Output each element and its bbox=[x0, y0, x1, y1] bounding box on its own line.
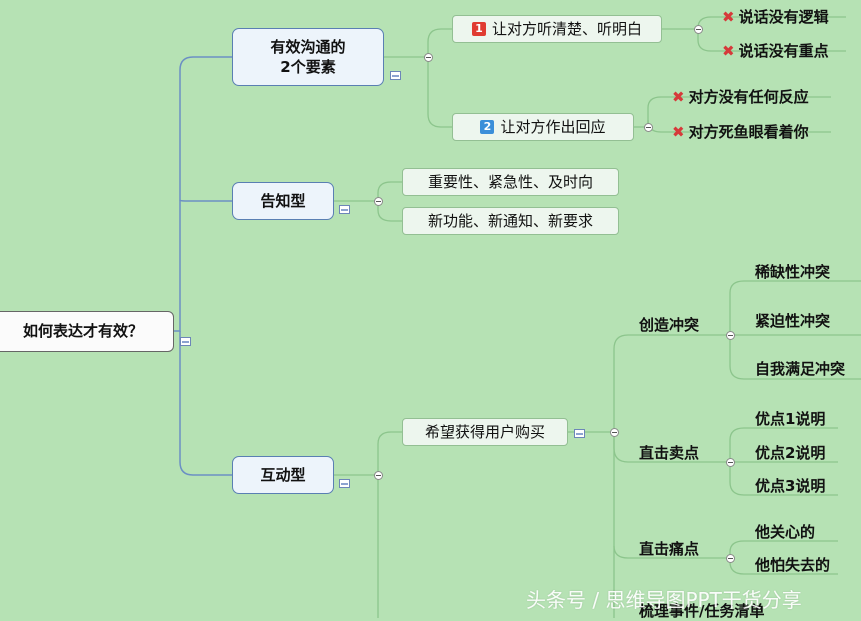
group-label: 创造冲突 bbox=[639, 316, 700, 334]
collapse-toggle[interactable] bbox=[610, 428, 619, 437]
leaf-cares-about[interactable]: 他关心的 bbox=[755, 521, 815, 542]
leaf-no-focus[interactable]: ✖说话没有重点 bbox=[722, 40, 829, 61]
leaf-no-reaction[interactable]: ✖对方没有任何反应 bbox=[672, 86, 809, 107]
collapse-toggle[interactable] bbox=[644, 123, 653, 132]
item-label: 重要性、紧急性、及时向 bbox=[427, 172, 593, 191]
leaf-label: 他关心的 bbox=[755, 523, 816, 541]
element-label: 让对方作出回应 bbox=[500, 117, 606, 136]
note-icon[interactable] bbox=[180, 337, 191, 346]
collapse-toggle[interactable] bbox=[726, 554, 735, 563]
cross-icon: ✖ bbox=[722, 8, 735, 26]
note-icon[interactable] bbox=[574, 429, 585, 438]
inform-item-new-features[interactable]: 新功能、新通知、新要求 bbox=[402, 207, 619, 235]
group-label: 直击痛点 bbox=[639, 540, 700, 558]
leaf-label: 对方没有任何反应 bbox=[688, 88, 809, 106]
group-pain-points[interactable]: 直击痛点 bbox=[639, 538, 699, 559]
group-task-list[interactable]: 梳理事件/任务清单 bbox=[639, 600, 764, 621]
number-1-badge: 1 bbox=[471, 22, 486, 36]
leaf-urgency[interactable]: 紧迫性冲突 bbox=[755, 310, 830, 331]
cross-icon: ✖ bbox=[722, 42, 735, 60]
collapse-toggle[interactable] bbox=[374, 197, 383, 206]
watermark: 头条号 / 思维导图PPT干货分享 bbox=[526, 588, 802, 612]
leaf-label: 说话没有重点 bbox=[738, 42, 829, 60]
leaf-label: 优点1说明 bbox=[755, 410, 826, 428]
branch-label: 互动型 bbox=[260, 465, 306, 484]
cross-icon: ✖ bbox=[672, 123, 685, 141]
branch-label-line1: 有效沟通的 bbox=[270, 37, 346, 56]
group-label: 梳理事件/任务清单 bbox=[639, 602, 765, 620]
leaf-fears-losing[interactable]: 他怕失去的 bbox=[755, 554, 830, 575]
root-topic[interactable]: 如何表达才有效？ bbox=[0, 311, 174, 352]
collapse-toggle[interactable] bbox=[694, 25, 703, 34]
element-label: 让对方听清楚、听明白 bbox=[491, 19, 642, 38]
leaf-scarcity[interactable]: 稀缺性冲突 bbox=[755, 261, 830, 282]
leaf-label: 优点2说明 bbox=[755, 444, 826, 462]
note-icon[interactable] bbox=[390, 71, 401, 80]
inform-item-importance[interactable]: 重要性、紧急性、及时向 bbox=[402, 168, 619, 196]
leaf-label: 他怕失去的 bbox=[755, 556, 831, 574]
group-create-conflict[interactable]: 创造冲突 bbox=[639, 314, 699, 335]
leaf-blank-stare[interactable]: ✖对方死鱼眼看着你 bbox=[672, 121, 809, 142]
collapse-toggle[interactable] bbox=[424, 53, 433, 62]
leaf-label: 对方死鱼眼看着你 bbox=[688, 123, 809, 141]
leaf-no-logic[interactable]: ✖说话没有逻辑 bbox=[722, 6, 829, 27]
collapse-toggle[interactable] bbox=[726, 331, 735, 340]
leaf-label: 优点3说明 bbox=[755, 477, 826, 495]
branch-informing[interactable]: 告知型 bbox=[232, 182, 334, 220]
note-icon[interactable] bbox=[339, 479, 350, 488]
branch-effective-communication[interactable]: 有效沟通的 2个要素 bbox=[232, 28, 384, 86]
goal-label: 希望获得用户购买 bbox=[424, 422, 545, 441]
branch-interactive[interactable]: 互动型 bbox=[232, 456, 334, 494]
leaf-advantage-1[interactable]: 优点1说明 bbox=[755, 408, 825, 429]
collapse-toggle[interactable] bbox=[726, 458, 735, 467]
cross-icon: ✖ bbox=[672, 88, 685, 106]
collapse-toggle[interactable] bbox=[374, 471, 383, 480]
element-listen-clearly[interactable]: 1 让对方听清楚、听明白 bbox=[452, 15, 662, 43]
number-2-badge: 2 bbox=[480, 120, 495, 134]
item-label: 新功能、新通知、新要求 bbox=[427, 211, 593, 230]
group-label: 直击卖点 bbox=[639, 444, 700, 462]
branch-label: 告知型 bbox=[260, 191, 306, 210]
leaf-label: 稀缺性冲突 bbox=[755, 263, 831, 281]
root-label: 如何表达才有效？ bbox=[22, 322, 143, 341]
leaf-self-satisfaction[interactable]: 自我满足冲突 bbox=[755, 358, 845, 379]
leaf-label: 紧迫性冲突 bbox=[755, 312, 831, 330]
leaf-advantage-2[interactable]: 优点2说明 bbox=[755, 442, 825, 463]
leaf-label: 说话没有逻辑 bbox=[738, 8, 829, 26]
branch-label-line2: 2个要素 bbox=[280, 58, 336, 76]
element-get-response[interactable]: 2 让对方作出回应 bbox=[452, 113, 634, 141]
goal-user-purchase[interactable]: 希望获得用户购买 bbox=[402, 418, 568, 446]
group-selling-points[interactable]: 直击卖点 bbox=[639, 442, 699, 463]
note-icon[interactable] bbox=[339, 205, 350, 214]
leaf-label: 自我满足冲突 bbox=[755, 360, 846, 378]
leaf-advantage-3[interactable]: 优点3说明 bbox=[755, 475, 825, 496]
